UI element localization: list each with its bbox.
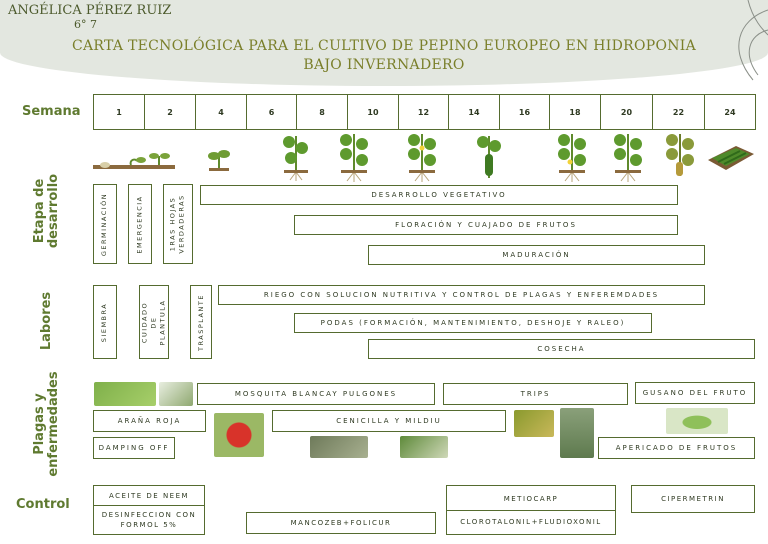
week-cell: 10 — [347, 94, 399, 130]
task-cosecha: COSECHA — [368, 339, 755, 359]
row-label-control: Control — [16, 497, 70, 512]
powdery-mildew-photo — [310, 436, 368, 458]
stage-emergencia-label: EMERGENCIA — [135, 194, 144, 254]
task-trasplante: TRASPLANTE — [190, 285, 212, 359]
control-formol: DESINFECCION CON FORMOL 5% — [101, 510, 197, 529]
week-cell: 24 — [704, 94, 756, 130]
thrips-photo — [514, 410, 554, 437]
whitefly-photo — [94, 382, 156, 406]
week-cell: 20 — [600, 94, 653, 130]
stage-hojas: 1RAS HOJAS VERDADERAS — [163, 184, 193, 264]
header-band — [0, 0, 768, 86]
page-subtitle: BAJO INVERNADERO — [303, 57, 465, 73]
week-cell: 1 — [93, 94, 145, 130]
grade-label: 6° 7 — [74, 18, 97, 31]
control-neem: ACEITE DE NEEM — [108, 491, 190, 500]
week-cell: 2 — [144, 94, 196, 130]
author-name: ANGÉLICA PÉREZ RUIZ — [8, 3, 172, 18]
row-label-labores: Labores — [39, 291, 54, 351]
disease-damping-off: DAMPING OFF — [93, 437, 175, 459]
aphid-photo — [159, 382, 193, 406]
control-clorotalonil: CLOROTALONIL+FLUDIOXONIL — [460, 517, 602, 526]
row-label-plagas: Plagas y enfermedades — [32, 371, 61, 477]
control-mancozeb: MANCOZEB+FOLICUR — [246, 512, 436, 534]
week-cell: 6 — [246, 94, 297, 130]
week-cell: 18 — [549, 94, 601, 130]
week-cell: 8 — [296, 94, 348, 130]
plant-growing-icon — [340, 134, 368, 182]
pest-mosquita: MOSQUITA BLANCAY PULGONES — [197, 383, 435, 405]
plant-mature-icon — [558, 134, 586, 182]
week-cell: 4 — [195, 94, 247, 130]
task-siembra: SIEMBRA — [93, 285, 117, 359]
disease-cenicilla: CENICILLA Y MILDIU — [272, 410, 506, 432]
week-cell: 22 — [652, 94, 705, 130]
task-trasplante-label: TRASPLANTE — [196, 293, 205, 351]
week-cell: 12 — [398, 94, 449, 130]
spider-mite-photo — [214, 413, 264, 457]
stage-germinacion: GERMINACIÓN — [93, 184, 117, 264]
week-cell: 16 — [499, 94, 550, 130]
row-label-semana: Semana — [22, 104, 81, 119]
leaf-decoration-icon — [738, 0, 768, 81]
stage-hojas-label: 1RAS HOJAS VERDADERAS — [169, 194, 186, 254]
greenhouse-bed-icon — [708, 146, 754, 170]
task-siembra-label: SIEMBRA — [100, 302, 109, 342]
control-divider — [94, 504, 204, 506]
plant-harvest-icon — [666, 134, 694, 176]
control-metiocarp: METIOCARP — [503, 494, 559, 503]
task-riego: RIEGO CON SOLUCION NUTRITIVA Y CONTROL D… — [218, 285, 705, 305]
stage-emergencia: EMERGENCIA — [128, 184, 152, 264]
week-cell: 14 — [448, 94, 500, 130]
task-cuidado-label: CUIDADO DE PLANTULA — [140, 299, 167, 345]
row-label-etapa: Etapa de desarrollo — [32, 173, 61, 249]
control-cipermetrin: CIPERMETRIN — [631, 485, 755, 513]
fruit-damage-photo — [560, 408, 594, 458]
control-divider — [447, 509, 615, 511]
control-metiocarp-clorotalonil: METIOCARP CLOROTALONIL+FLUDIOXONIL — [446, 485, 616, 535]
control-neem-formol: ACEITE DE NEEM DESINFECCION CON FORMOL 5… — [93, 485, 205, 535]
plant-flowering-icon — [408, 134, 436, 182]
stage-germinacion-label: GERMINACIÓN — [100, 192, 109, 256]
fruitworm-photo — [666, 408, 728, 434]
stage-maduracion: MADURACIÓN — [368, 245, 705, 265]
plant-mature-icon — [614, 134, 642, 182]
pest-gusano: GUSANO DEL FRUTO — [635, 382, 755, 404]
seedling-sequence-icon — [93, 153, 175, 169]
page-title: CARTA TECNOLÓGICA PARA EL CULTIVO DE PEP… — [71, 38, 697, 54]
disease-apericado: APERICADO DE FRUTOS — [598, 437, 755, 459]
pest-arana-roja: ARAÑA ROJA — [93, 410, 206, 432]
task-cuidado: CUIDADO DE PLANTULA — [139, 285, 169, 359]
mildew-leaf-photo — [400, 436, 448, 458]
plant-fruiting-icon — [477, 136, 501, 178]
pest-trips: TRIPS — [443, 383, 628, 405]
task-podas: PODAS (FORMACIÓN, MANTENIMIENTO, DESHOJE… — [294, 313, 652, 333]
stage-floracion: FLORACIÓN Y CUAJADO DE FRUTOS — [294, 215, 678, 235]
plant-young-icon — [283, 136, 308, 181]
stage-desarrollo-vegetativo: DESARROLLO VEGETATIVO — [200, 185, 678, 205]
plant-seedling-icon — [208, 150, 230, 171]
